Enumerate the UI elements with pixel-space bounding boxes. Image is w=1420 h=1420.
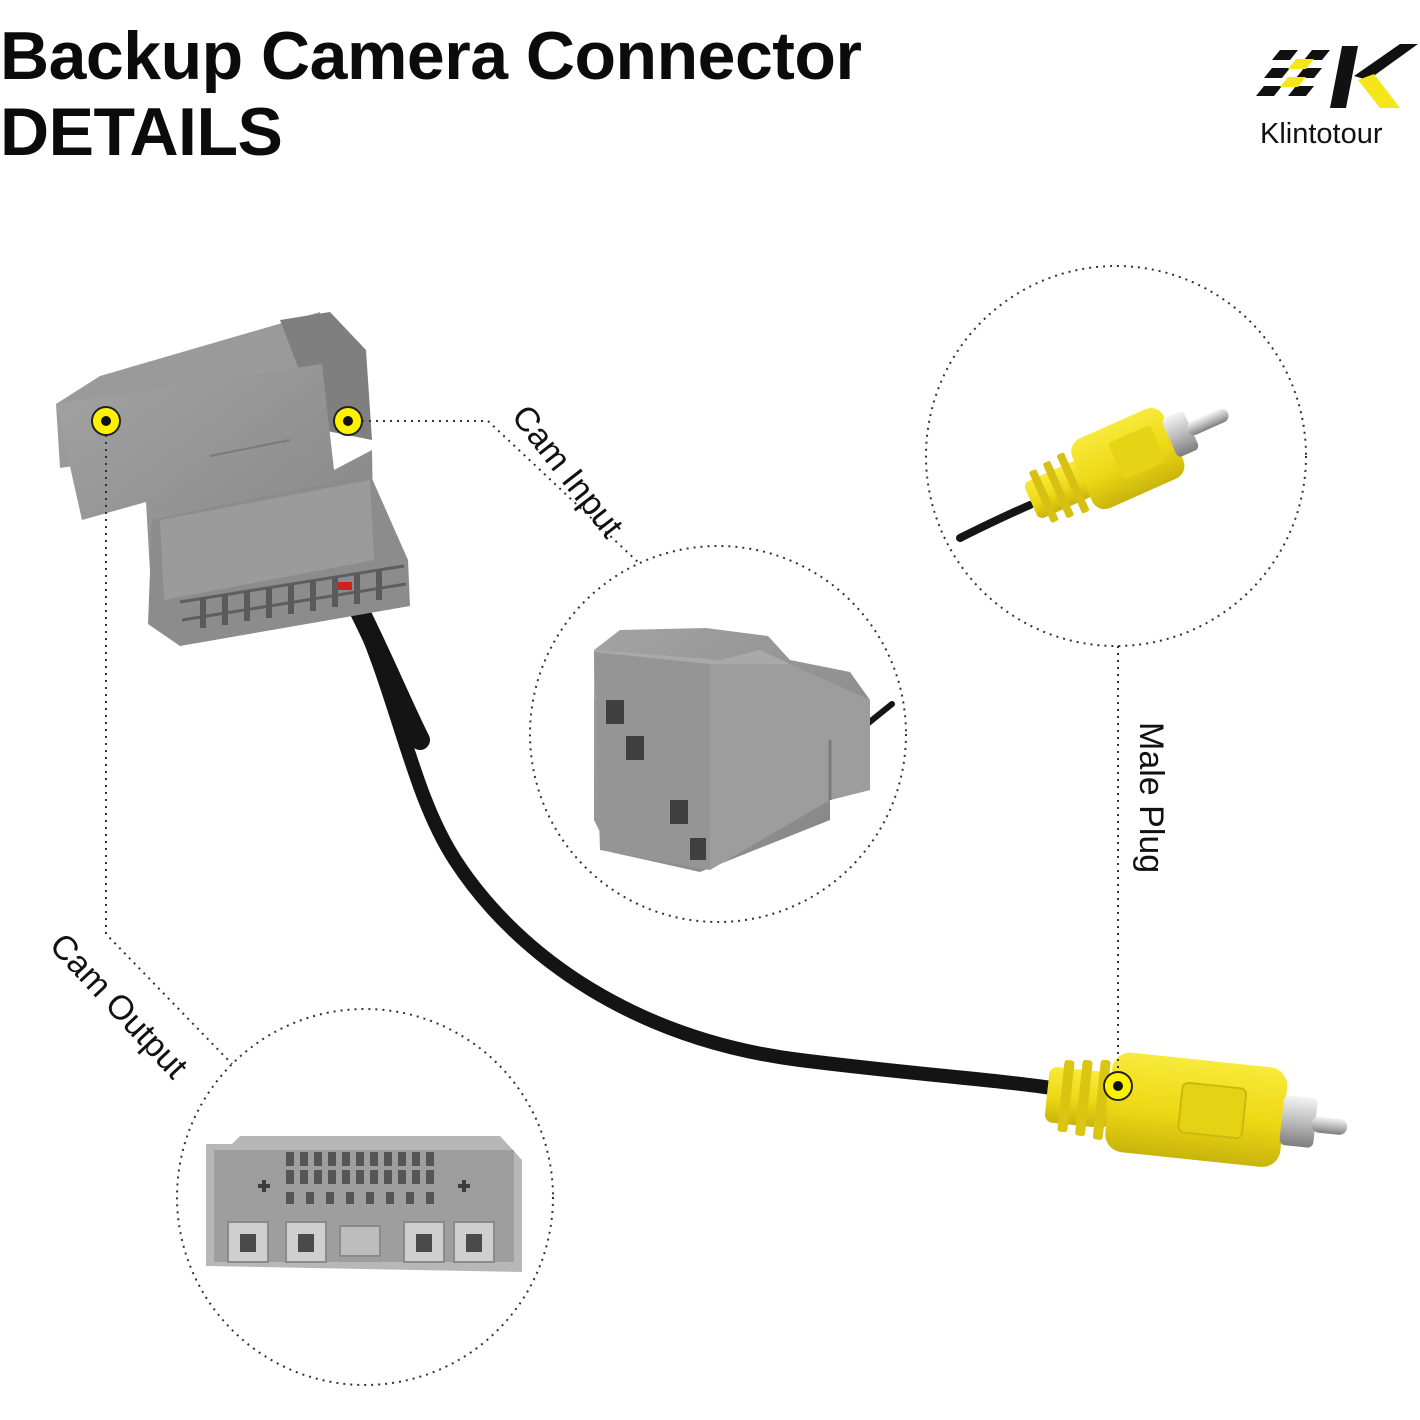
title-line-1: Backup Camera Connector <box>0 18 862 94</box>
leader-cam-input <box>348 420 641 565</box>
leader-cam-output <box>105 421 233 1065</box>
page-title: Backup Camera Connector DETAILS <box>0 18 862 170</box>
main-connector <box>56 312 410 646</box>
brand-name: Klintotour <box>1260 118 1383 150</box>
detail-circle-cam-output <box>176 1008 554 1386</box>
rca-male-plug <box>1044 1052 1348 1167</box>
detail-circle-male-plug <box>925 265 1307 647</box>
marker-dots <box>91 406 1133 1101</box>
label-male-plug: Male Plug <box>1132 722 1170 874</box>
coax-cable <box>343 585 1059 1095</box>
title-line-2: DETAILS <box>0 94 283 170</box>
detail-circle-cam-input <box>529 545 907 923</box>
checkered-flag-k-icon <box>1256 44 1418 108</box>
brand-logo: Klintotour <box>1250 36 1420 166</box>
